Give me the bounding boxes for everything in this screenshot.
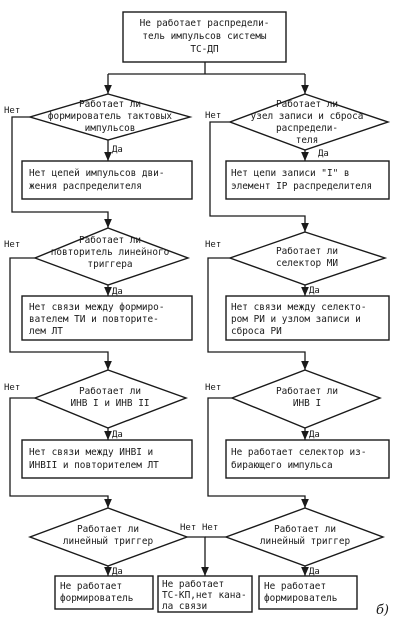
r5-line-1: Нет связи между ИНВI и <box>29 447 153 458</box>
d4-line-2: селектор МИ <box>276 258 338 269</box>
r6-line-1: Не работает селектор из- <box>231 447 366 458</box>
label-yes-d5: Да <box>112 430 123 440</box>
d7-line-2: линейный триггер <box>63 536 154 547</box>
decision-inv1 <box>230 369 382 429</box>
d2-line-1: Работает ли <box>276 99 338 110</box>
label-yes-d2: Да <box>318 149 329 159</box>
d7-line-1: Работает ли <box>77 524 139 535</box>
start-box-line-2: тель импульсов системы <box>142 31 267 42</box>
r4-line-1: Нет связи между селекто- <box>231 302 366 313</box>
result-no-write-circuit <box>225 160 390 200</box>
r1-line-2: жения распределителя <box>29 181 142 192</box>
b2-line-2: ТС-КП,нет кана- <box>162 590 247 601</box>
d4-line-1: Работает ли <box>276 246 338 257</box>
d3-line-3: триггера <box>87 259 132 270</box>
d6-line-1: Работает ли <box>276 386 338 397</box>
label-no-d3: Нет <box>4 240 20 250</box>
connectors <box>9 62 309 576</box>
decision-line-trigger-left <box>27 507 190 567</box>
b1-line-1: Не работает <box>60 581 122 592</box>
r1-line-1: Нет цепей импульсов дви- <box>29 168 164 179</box>
d1-line-3: импульсов <box>85 123 136 134</box>
label-no-d6: Нет <box>205 383 221 393</box>
d2-line-4: теля <box>296 135 319 146</box>
figure-label: б) <box>376 603 389 618</box>
start-box-line-3: ТС-ДП <box>190 44 219 55</box>
label-no-d7: Нет <box>180 523 196 533</box>
result-no-motion-pulses <box>21 160 193 200</box>
d3-line-1: Работает ли <box>79 235 141 246</box>
label-yes-d8: Да <box>309 567 320 577</box>
label-yes-d3: Да <box>112 287 123 297</box>
b2-line-1: Не работает <box>162 579 224 590</box>
r4-line-2: ром РИ и узлом записи и <box>231 314 361 325</box>
decision-mi-selector <box>227 231 388 286</box>
label-no-d2: Нет <box>205 111 221 121</box>
d3-line-2: повторитель линейного <box>51 247 170 258</box>
decision-inv1-inv2 <box>33 369 189 429</box>
start-box <box>122 11 287 63</box>
decision-line-trigger-right <box>223 507 386 567</box>
result-no-link-ti-lt <box>21 295 193 341</box>
d1-line-2: формирователь тактовых <box>48 111 173 122</box>
label-no-d4: Нет <box>205 240 221 250</box>
d5-line-2: ИНВ I и ИНВ II <box>70 398 149 409</box>
decision-write-reset-node <box>227 93 391 151</box>
r2-line-1: Нет цепи записи "I" в <box>231 168 350 179</box>
b3-line-2: формирователь <box>264 593 337 604</box>
r3-line-1: Нет связи между формиро- <box>29 302 164 313</box>
d8-line-1: Работает ли <box>274 524 336 535</box>
decision-line-trigger-repeater <box>33 227 191 286</box>
d2-line-3: распредели- <box>276 123 338 134</box>
r3-line-3: лем ЛТ <box>29 326 63 337</box>
r4-line-3: сброса РИ <box>231 326 282 337</box>
label-no-d8: Нет <box>202 523 218 533</box>
result-tc-kp-no-channel <box>157 575 253 613</box>
b2-line-3: ла связи <box>162 601 207 612</box>
label-yes-d4: Да <box>309 286 320 296</box>
r2-line-2: элемент IР распределителя <box>231 181 372 192</box>
label-yes-d6: Да <box>309 430 320 440</box>
b3-line-1: Не работает <box>264 581 326 592</box>
d5-line-1: Работает ли <box>79 386 141 397</box>
r6-line-2: бирающего импульса <box>231 460 333 471</box>
d8-line-2: линейный триггер <box>260 536 351 547</box>
r5-line-2: ИНВII и повторителем ЛТ <box>29 460 159 471</box>
label-no-d5: Нет <box>4 383 20 393</box>
r3-line-2: вателем ТИ и повторите- <box>29 314 159 325</box>
d2-line-2: узел записи и сброса <box>251 111 364 122</box>
result-former-failure-right <box>258 575 358 610</box>
b1-line-2: формирователь <box>60 593 133 604</box>
label-yes-d7: Да <box>112 567 123 577</box>
result-no-link-ri-node <box>225 295 390 341</box>
start-box-line-1: Не работает распредели- <box>140 18 270 29</box>
result-selector-failure <box>225 439 390 479</box>
decision-clock-former <box>27 93 193 141</box>
result-no-link-inv-lt <box>21 439 193 479</box>
d6-line-2: ИНВ I <box>293 398 321 409</box>
d1-line-1: Работает ли <box>79 99 141 110</box>
label-no-d1: Нет <box>4 106 20 116</box>
result-former-failure-left <box>54 575 154 610</box>
label-yes-d1: Да <box>112 145 123 155</box>
